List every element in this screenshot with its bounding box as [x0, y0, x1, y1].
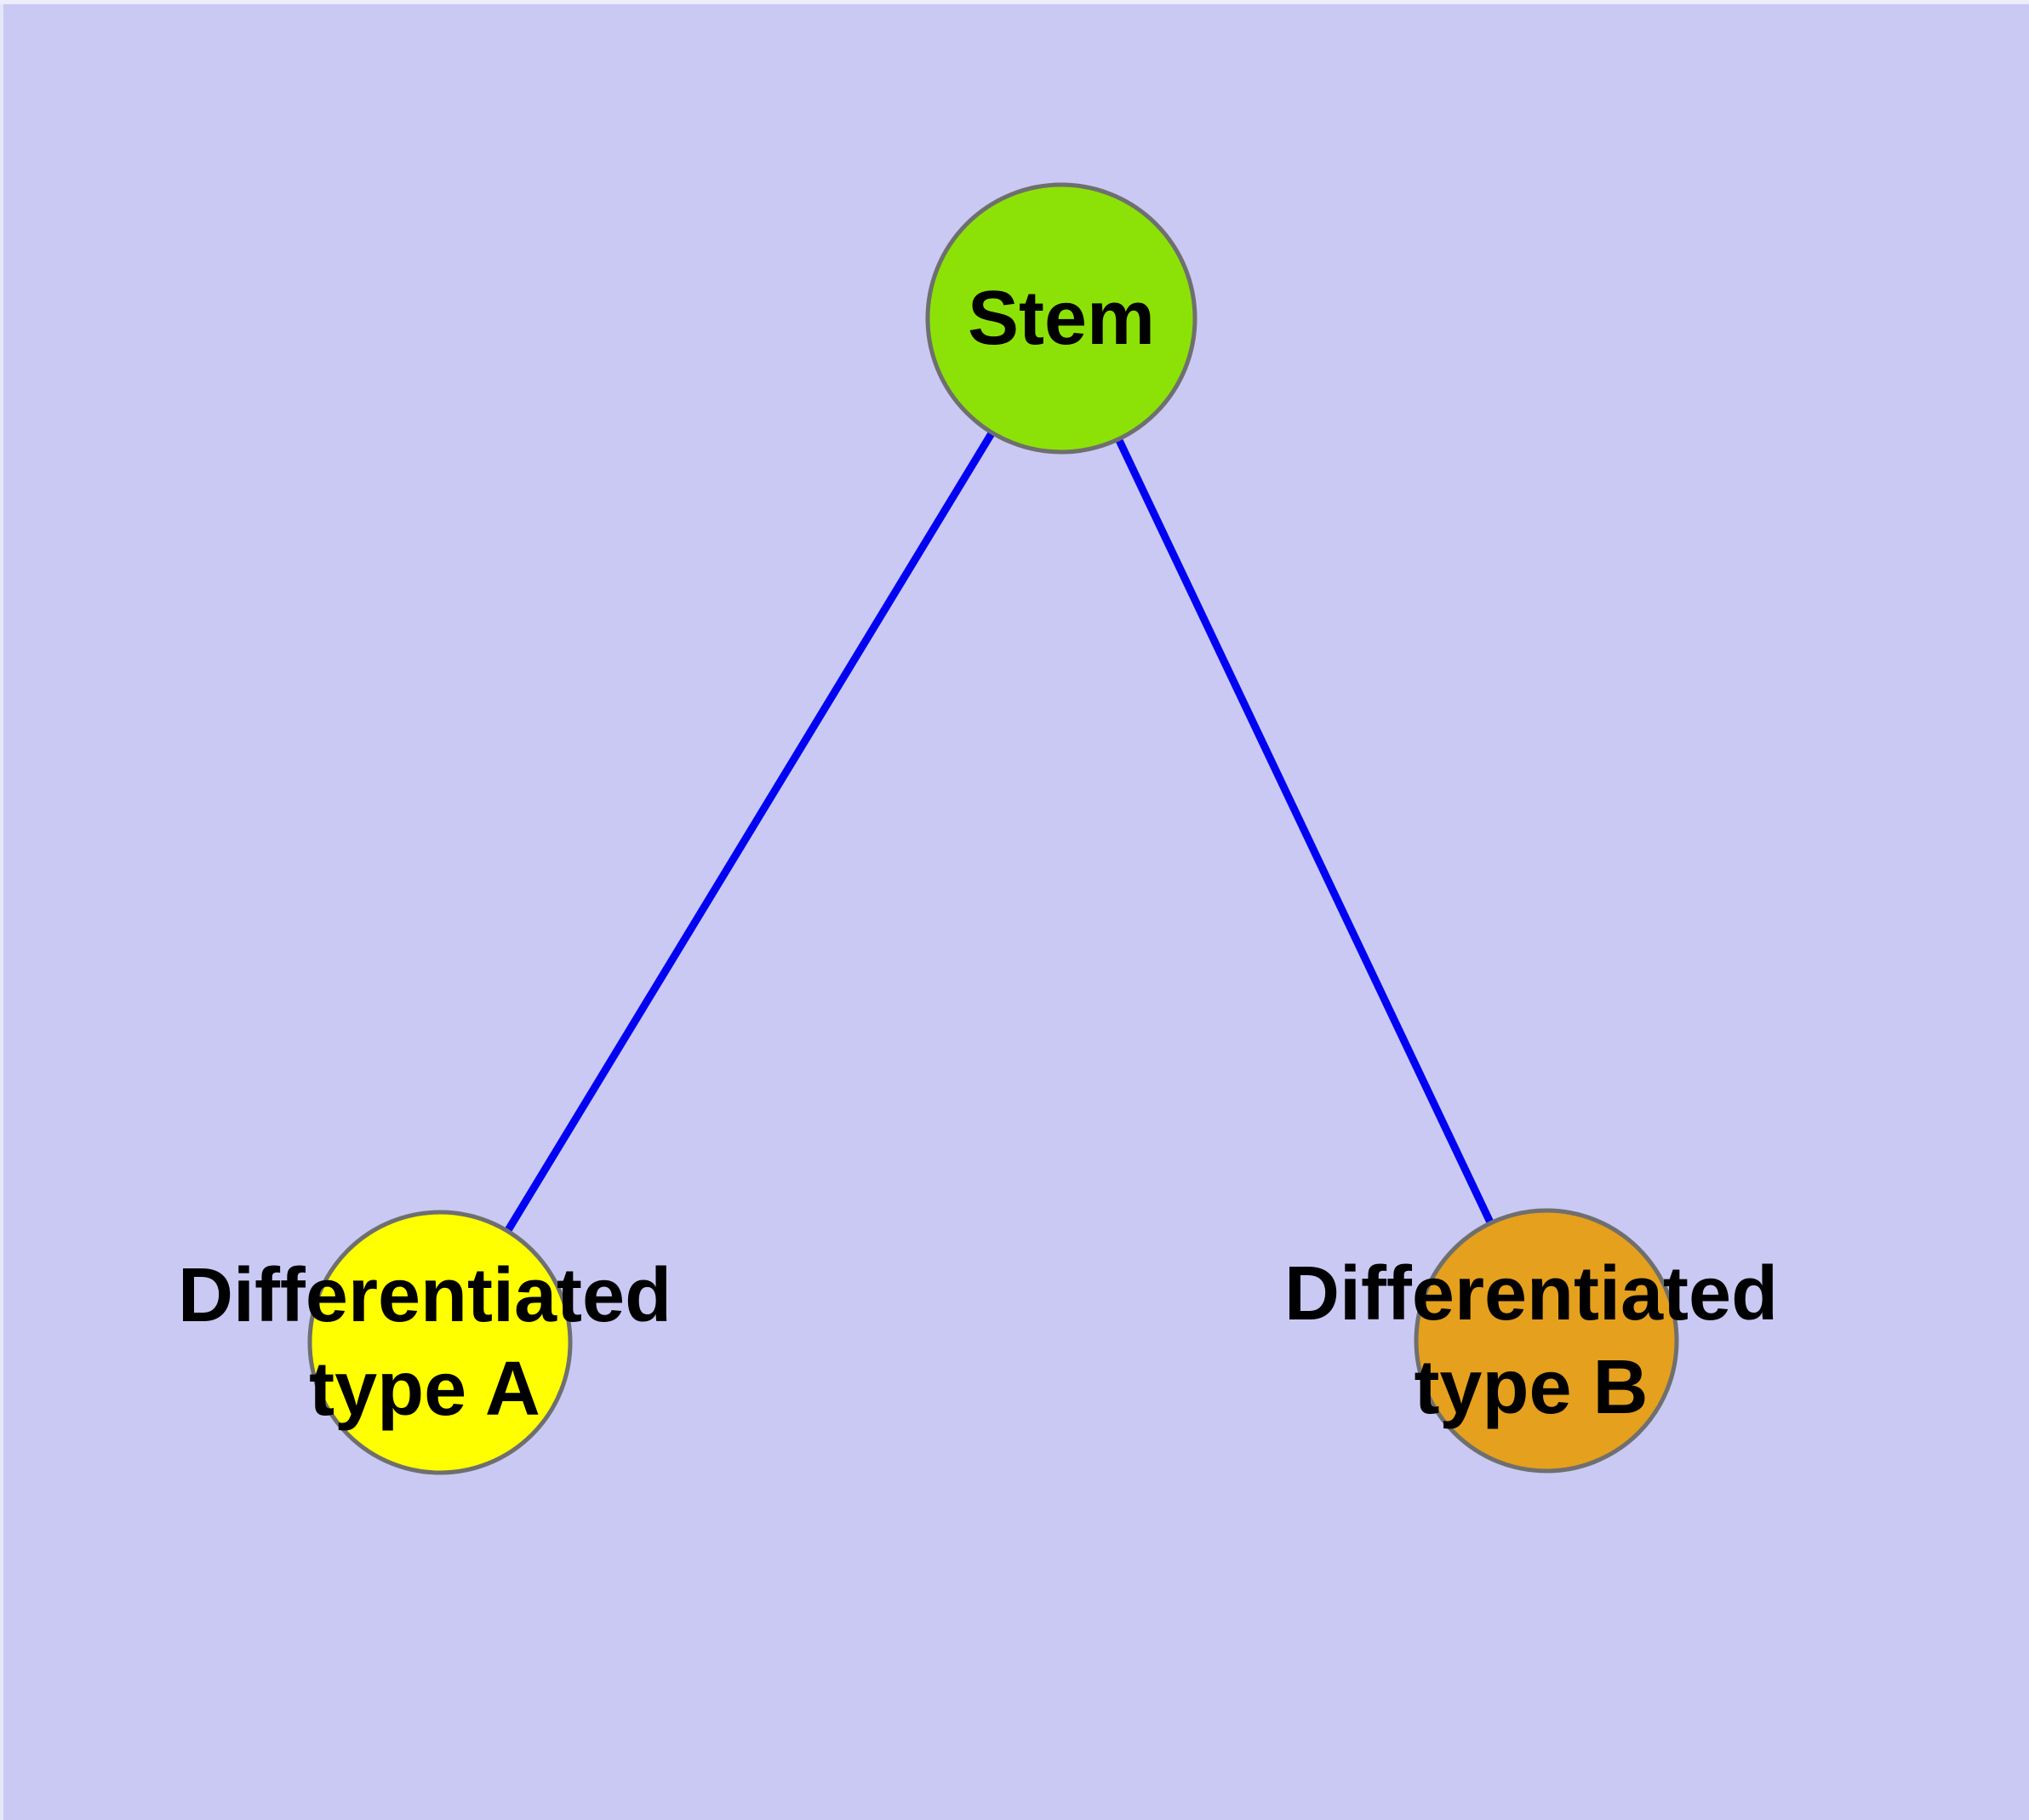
node-type-a-label: Differentiated type A	[178, 1249, 672, 1436]
edge-stem-to-type-a	[437, 316, 1065, 1345]
node-type-b[interactable]	[1414, 1208, 1679, 1474]
node-type-a-label-line1: Differentiated	[177, 1253, 672, 1338]
node-type-b-label-line1: Differentiated	[1283, 1251, 1779, 1336]
edge-stem-to-type-b	[1057, 317, 1551, 1342]
node-stem[interactable]	[925, 182, 1197, 455]
node-type-a-label-line2: type A	[309, 1347, 540, 1432]
node-stem-label: Stem	[967, 276, 1156, 361]
node-type-b-label-line2: type B	[1414, 1345, 1649, 1430]
node-type-b-label: Differentiated type B	[1284, 1247, 1778, 1434]
node-type-a[interactable]	[307, 1210, 573, 1475]
